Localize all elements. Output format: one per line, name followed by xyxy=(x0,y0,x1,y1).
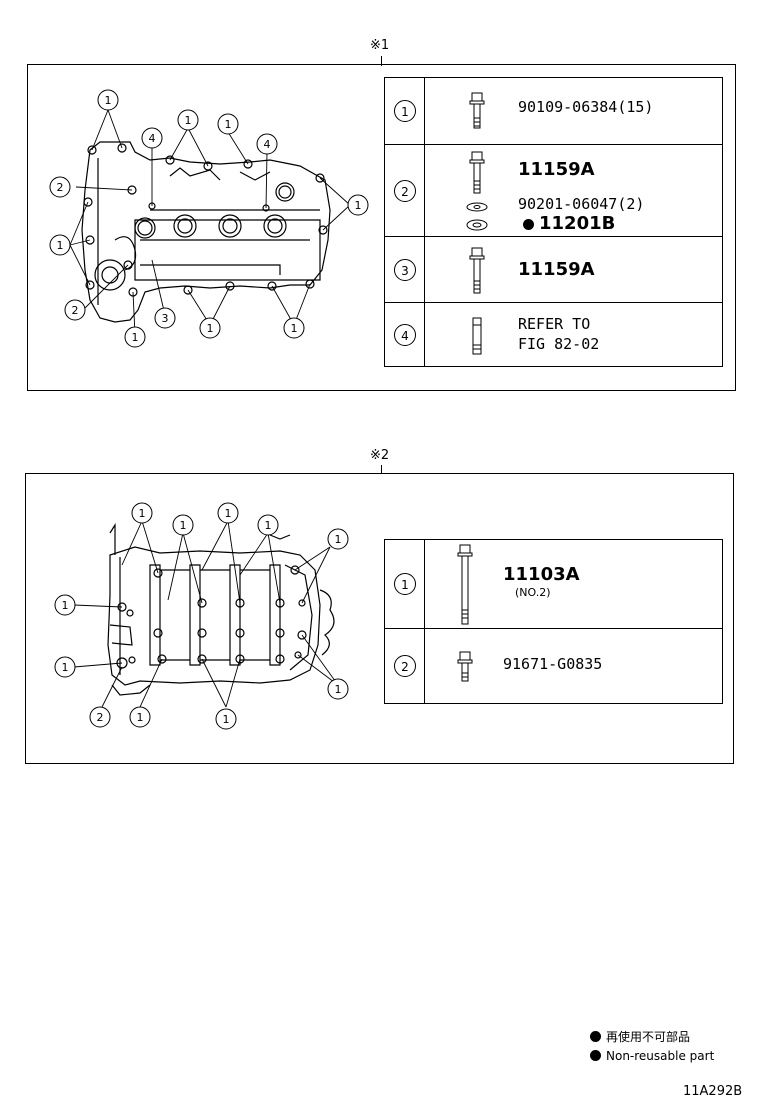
washer-icon xyxy=(466,202,488,231)
section2-panel xyxy=(25,473,734,764)
part-note: (NO.2) xyxy=(515,586,551,599)
table-row: 2 91671-G0835 xyxy=(385,628,722,704)
legend-jp: 再使用不可部品 xyxy=(590,1028,690,1045)
figure-id: 11A292B xyxy=(683,1084,743,1099)
section1-panel xyxy=(27,64,736,391)
callout-1h: 1 xyxy=(335,683,342,696)
bolt-icon xyxy=(457,651,473,682)
callout-1d: 1 xyxy=(355,199,362,212)
bolt-icon xyxy=(469,92,485,129)
non-reusable-dot-icon xyxy=(523,219,534,230)
callout-1b: 1 xyxy=(185,114,192,127)
table-row: 3 11159A xyxy=(385,236,722,303)
cylinder-head-cover-drawing: 1 1 1 4 4 2 1 1 2 1 3 1 1 xyxy=(49,89,369,348)
long-bolt-icon xyxy=(457,544,473,625)
non-reusable-part: 11201B xyxy=(523,213,615,234)
callout-1g: 1 xyxy=(207,322,214,335)
non-reusable-dot-icon xyxy=(590,1050,601,1061)
bolt-icon xyxy=(469,151,485,194)
row-number: 2 xyxy=(394,655,416,677)
row-number: 3 xyxy=(394,259,416,281)
row-number: 1 xyxy=(394,573,416,595)
table-row: 2 11159A 90201-06047(2) 11201B xyxy=(385,144,722,237)
callout-1f: 1 xyxy=(62,599,69,612)
bolt-icon xyxy=(469,247,485,294)
part-number: 91671-G0835 xyxy=(503,655,603,673)
row-number: 4 xyxy=(394,324,416,346)
callout-1i: 1 xyxy=(137,711,144,724)
callout-1e: 1 xyxy=(57,239,64,252)
part-number: 11103A xyxy=(503,564,580,585)
row-number: 2 xyxy=(394,180,416,202)
callout-2b: 2 xyxy=(72,304,79,317)
callout-2: 2 xyxy=(97,711,104,724)
stud-icon xyxy=(472,317,482,355)
callout-3: 3 xyxy=(162,312,169,325)
callout-1c: 1 xyxy=(225,118,232,131)
part-number: 90109-06384(15) xyxy=(518,98,654,116)
row-number: 1 xyxy=(394,100,416,122)
callout-1a: 1 xyxy=(105,94,112,107)
callout-1e: 1 xyxy=(335,533,342,546)
section1-parts-table: 1 90109-06384(15) 2 11159A 90201-06047(2… xyxy=(384,77,723,367)
table-row: 1 90109-06384(15) xyxy=(385,78,722,144)
callout-1d: 1 xyxy=(265,519,272,532)
callout-1h: 1 xyxy=(291,322,298,335)
callout-2a: 2 xyxy=(57,181,64,194)
refer-fig: FIG 82-02 xyxy=(518,335,600,353)
table-row: 4 REFER TO FIG 82-02 xyxy=(385,302,722,367)
section2-mark: ※2 xyxy=(370,448,390,463)
legend-en: Non-reusable part xyxy=(590,1049,714,1063)
cylinder-head-drawing: 1 1 1 1 1 1 1 1 2 1 1 xyxy=(54,502,349,730)
table-row: 1 11103A (NO.2) xyxy=(385,540,722,628)
refer-text: REFER TO xyxy=(518,315,591,333)
callout-1c: 1 xyxy=(225,507,232,520)
section2-parts-table: 1 11103A (NO.2) 2 91671-G0835 xyxy=(384,539,723,704)
callout-1j: 1 xyxy=(223,713,230,726)
section2-mark-leader xyxy=(381,465,382,474)
part-number: 11159A xyxy=(518,259,595,280)
callout-1g: 1 xyxy=(62,661,69,674)
callout-4b: 4 xyxy=(264,138,271,151)
part-number: 90201-06047(2) xyxy=(518,195,645,213)
section1-mark: ※1 xyxy=(370,38,390,53)
part-number: 11159A xyxy=(518,159,595,180)
callout-1b: 1 xyxy=(180,519,187,532)
non-reusable-dot-icon xyxy=(590,1031,601,1042)
section1-mark-leader xyxy=(381,56,382,66)
callout-1f: 1 xyxy=(132,331,139,344)
callout-4a: 4 xyxy=(149,132,156,145)
callout-1a: 1 xyxy=(139,507,146,520)
